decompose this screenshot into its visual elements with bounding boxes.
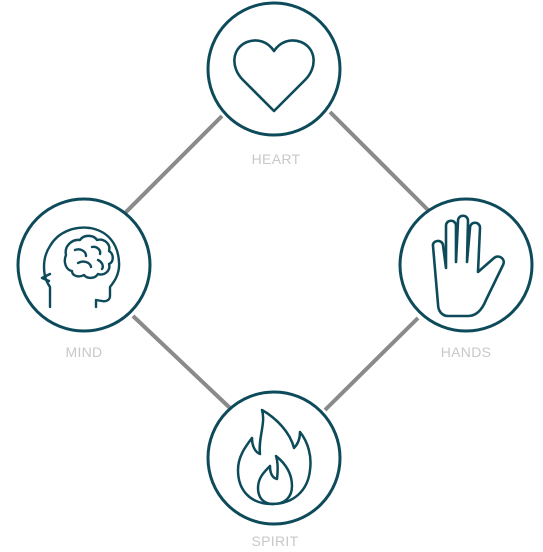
flame-icon xyxy=(236,408,312,506)
mind-ring xyxy=(16,197,152,333)
spirit-node: SPIRIT xyxy=(206,390,342,549)
connector-mind-spirit xyxy=(131,314,232,410)
heart-node: HEART xyxy=(206,1,342,167)
connector-hands-spirit xyxy=(323,316,420,412)
hands-node: HANDS xyxy=(398,197,534,360)
heart-label: HEART xyxy=(252,151,301,167)
connectors xyxy=(122,110,432,412)
mind-node: MIND xyxy=(16,197,152,360)
raised-hand-icon xyxy=(431,214,505,318)
heart-icon xyxy=(233,39,315,113)
hands-label: HANDS xyxy=(441,344,492,360)
connector-heart-hands xyxy=(328,110,432,214)
mind-label: MIND xyxy=(66,344,103,360)
head-with-brain-icon xyxy=(40,226,121,309)
spirit-ring xyxy=(206,390,342,526)
heart-ring xyxy=(206,1,342,137)
connector-heart-mind xyxy=(122,114,224,216)
hands-ring xyxy=(398,197,534,333)
spirit-label: SPIRIT xyxy=(252,533,299,549)
